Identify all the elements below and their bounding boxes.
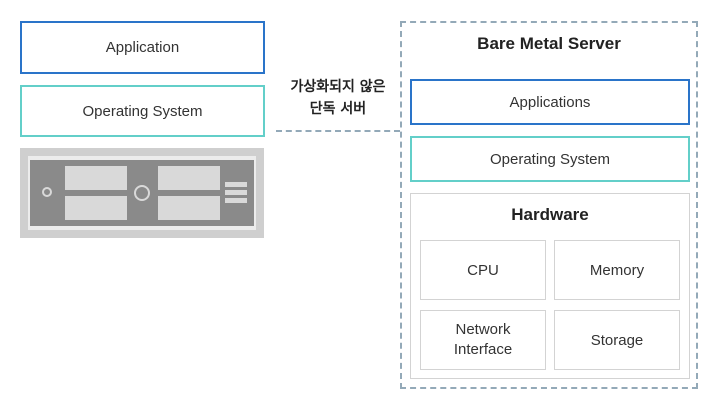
rack-drive-bay-3 <box>158 166 220 190</box>
left-application-box: Application <box>20 21 265 74</box>
rack-drive-bay-2 <box>65 196 127 220</box>
hardware-panel <box>410 193 690 379</box>
rack-power-led-icon <box>42 187 52 197</box>
bare-metal-server-frame <box>400 21 698 389</box>
rack-power-button-icon <box>134 185 150 201</box>
server-operating-system-label: Operating System <box>489 150 611 168</box>
rack-vent-slot-3 <box>225 198 247 203</box>
hardware-network-label-line-1: Network <box>455 321 511 338</box>
rack-server-face <box>30 160 254 226</box>
hardware-memory-box: Memory <box>554 240 680 300</box>
server-applications-box: Applications <box>410 79 690 125</box>
bare-metal-server-title: Bare Metal Server <box>477 34 621 53</box>
left-operating-system-box: Operating System <box>20 85 265 137</box>
rack-drive-bay-1 <box>65 166 127 190</box>
hardware-network-label-line-2: Interface <box>453 341 513 358</box>
left-application-label: Application <box>105 39 180 56</box>
hardware-storage-box: Storage <box>554 310 680 370</box>
hardware-title: Hardware <box>511 205 589 224</box>
hardware-cpu-box: CPU <box>420 240 546 300</box>
connector-label-line-2: 단독 서버 <box>309 101 367 117</box>
connector-dashed-line <box>276 130 400 132</box>
connector-label: 가상화되지 않은 단독 서버 <box>268 76 408 120</box>
hardware-memory-label: Memory <box>589 261 645 279</box>
rack-vent-slot-2 <box>225 190 247 195</box>
left-operating-system-label: Operating System <box>82 102 203 120</box>
connector-label-line-1: 가상화되지 않은 <box>290 79 386 95</box>
rack-drive-bay-4 <box>158 196 220 220</box>
hardware-cpu-label: CPU <box>467 261 499 279</box>
server-operating-system-box: Operating System <box>410 136 690 182</box>
rack-vent-slot-1 <box>225 182 247 187</box>
hardware-storage-label: Storage <box>590 331 644 349</box>
server-applications-label: Applications <box>509 93 591 111</box>
hardware-network-interface-box: Network Interface <box>420 310 546 370</box>
